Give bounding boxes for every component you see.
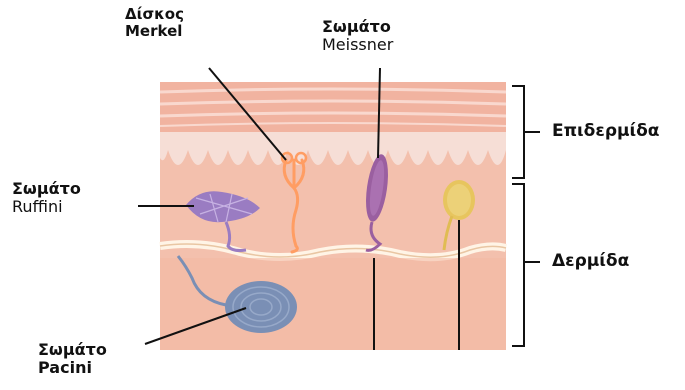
meissner-label: Σωμάτο Meissner [322, 18, 393, 55]
layer-brackets [512, 86, 540, 346]
merkel-label: Δίσκος Merkel [125, 6, 184, 41]
hypodermis-layer [160, 258, 506, 350]
ruffini-label: Σωμάτο Ruffini [12, 180, 81, 217]
dermis-bracket [512, 184, 524, 346]
epidermis-label: Επιδερμίδα [552, 122, 660, 142]
epidermis-bracket [512, 86, 524, 178]
pacini-label: Σωμάτο Pacini [38, 341, 107, 378]
dermis-label: Δερμίδα [552, 252, 629, 272]
